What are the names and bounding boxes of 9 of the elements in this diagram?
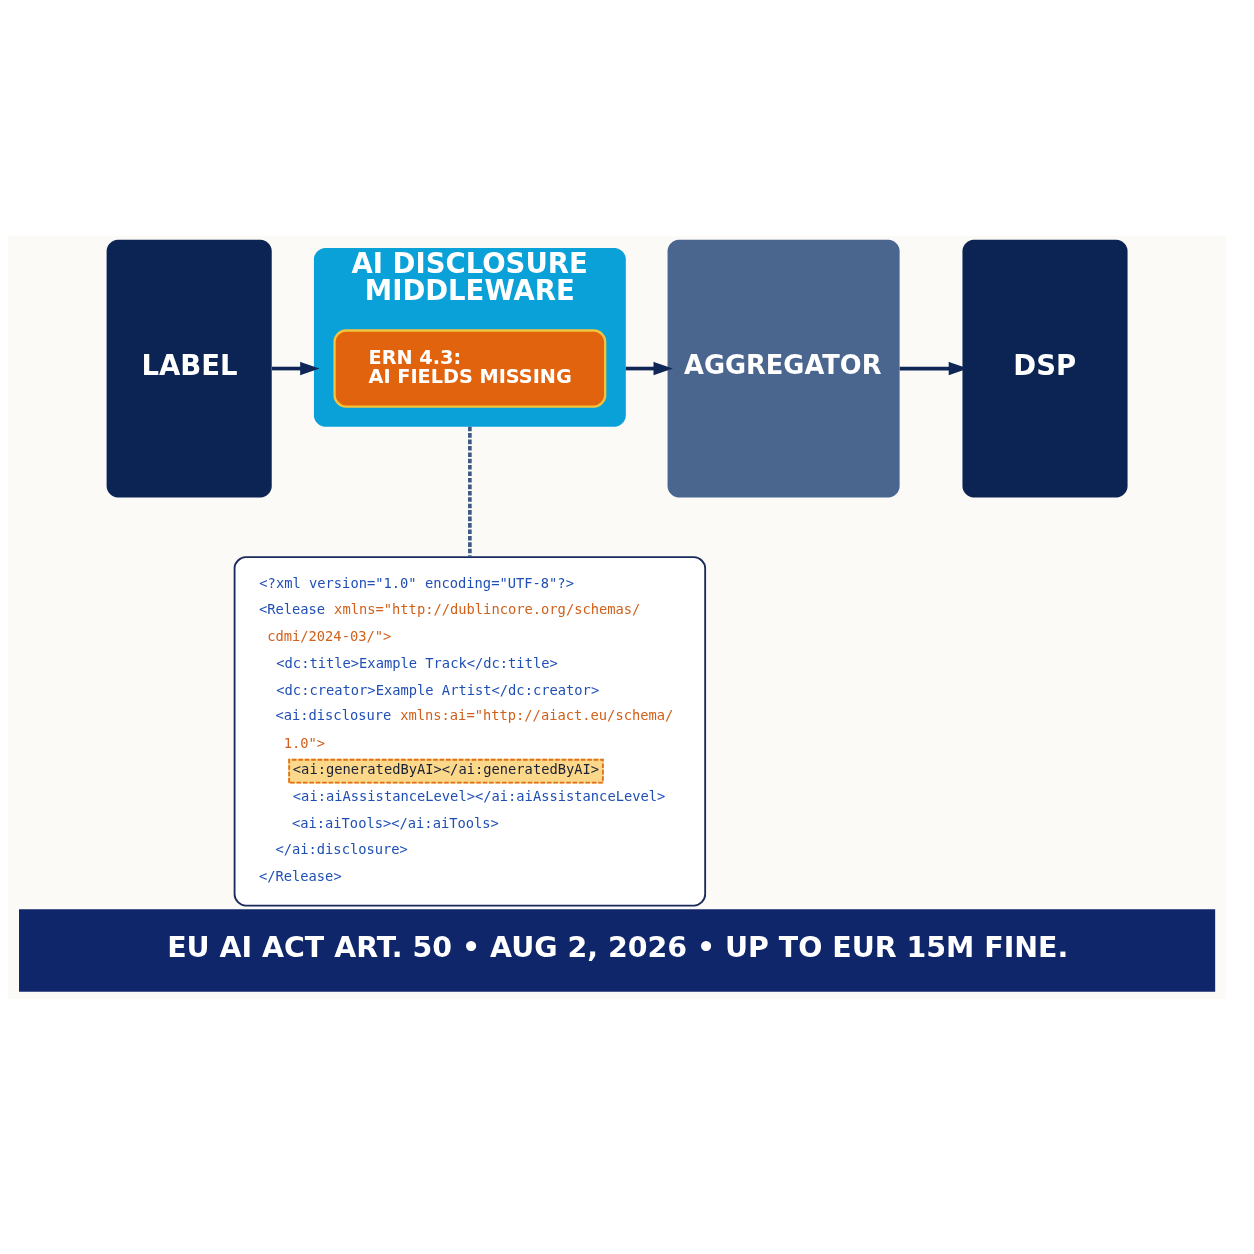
arrow [625, 361, 673, 375]
node-box: ERN 4.3: AI FIELDS MISSING [333, 328, 607, 408]
connector [468, 426, 472, 557]
arrow [271, 361, 320, 375]
node-box: AGGREGATOR [667, 239, 900, 497]
caption: EU AI ACT ART. 50 • AUG 2, 2026 • UP TO EUR 15M FINE. [167, 930, 1069, 964]
node-box: DSP [962, 239, 1128, 497]
node-box: <?xml version="1.0" encoding="UTF-8"?> <Release xmlns="http://dublincore.org/schemas/ cdmi/2024-03/"> <dc:title>Example Track</dc:title> <dc:creator>Example Artist</dc:creator> <ai:disclosure xmlns:ai="http://aiact.eu/schema/ 1.0"> <ai:generatedByAI></ai:generatedByAI> <ai:aiAssistanceLevel></ai:aiAssistanceLevel> <ai:aiTools></ai:aiTools> </ai:disclosure> </Release> [233, 555, 707, 907]
node-box: LABEL [106, 239, 272, 497]
